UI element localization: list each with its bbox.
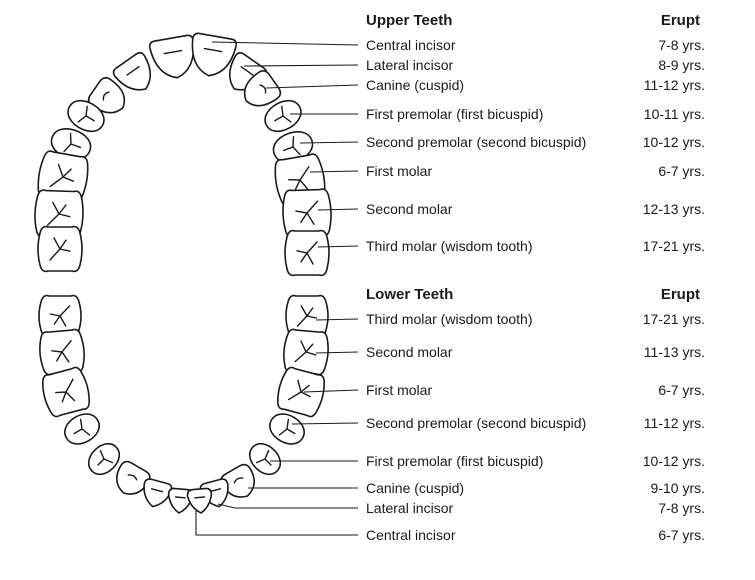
lower-second-premolar-leader: [292, 423, 358, 424]
lower-age-second-premolar: 11-12 yrs.: [644, 415, 705, 432]
lower-label-first-molar: First molar: [366, 382, 432, 399]
upper-erupt-heading: Erupt: [661, 12, 700, 29]
lower-label-canine: Canine (cuspid): [366, 480, 464, 497]
upper-label-canine: Canine (cuspid): [366, 77, 464, 94]
upper-label-lateral-incisor: Lateral incisor: [366, 57, 453, 74]
upper-age-lateral-incisor: 8-9 yrs.: [658, 57, 705, 74]
upper-label-second-molar: Second molar: [366, 201, 452, 218]
upper-label-central-incisor: Central incisor: [366, 37, 455, 54]
upper-age-central-incisor: 7-8 yrs.: [658, 37, 705, 54]
lower-label-second-premolar: Second premolar (second bicuspid): [366, 415, 586, 432]
lower-erupt-heading: Erupt: [661, 286, 700, 303]
teeth-group: [34, 32, 332, 514]
upper-age-first-molar: 6-7 yrs.: [658, 163, 705, 180]
lower-age-second-molar: 11-13 yrs.: [644, 344, 705, 361]
lower-left-second-premolar-tooth: [60, 408, 105, 449]
lower-label-third-molar: Third molar (wisdom tooth): [366, 311, 533, 328]
upper-label-first-premolar: First premolar (first bicuspid): [366, 106, 543, 123]
upper-age-canine: 11-12 yrs.: [644, 77, 705, 94]
upper-label-second-premolar: Second premolar (second bicuspid): [366, 134, 586, 151]
lower-label-second-molar: Second molar: [366, 344, 452, 361]
upper-label-first-molar: First molar: [366, 163, 432, 180]
upper-age-second-premolar: 10-12 yrs.: [643, 134, 705, 151]
upper-left-third-molar-tooth: [38, 227, 82, 272]
upper-canine-leader: [266, 85, 358, 88]
upper-lateral-incisor-leader: [244, 65, 358, 66]
lower-age-central-incisor: 6-7 yrs.: [658, 527, 705, 544]
upper-age-second-molar: 12-13 yrs.: [643, 201, 705, 218]
lower-age-third-molar: 17-21 yrs.: [643, 311, 705, 328]
lower-teeth-heading: Lower Teeth: [366, 286, 453, 303]
upper-teeth-heading: Upper Teeth: [366, 12, 452, 29]
upper-right-third-molar-tooth: [285, 231, 329, 276]
upper-label-third-molar: Third molar (wisdom tooth): [366, 238, 533, 255]
lower-age-first-molar: 6-7 yrs.: [658, 382, 705, 399]
lower-label-central-incisor: Central incisor: [366, 527, 455, 544]
lower-right-central-incisor-tooth: [187, 488, 213, 514]
lower-central-incisor-leader: [196, 510, 358, 535]
upper-left-central-incisor-tooth: [149, 34, 199, 81]
upper-age-first-premolar: 10-11 yrs.: [644, 106, 705, 123]
lower-label-lateral-incisor: Lateral incisor: [366, 500, 453, 517]
upper-right-second-molar-tooth: [282, 189, 332, 237]
lower-age-lateral-incisor: 7-8 yrs.: [658, 500, 705, 517]
lower-age-first-premolar: 10-12 yrs.: [643, 453, 705, 470]
upper-age-third-molar: 17-21 yrs.: [643, 238, 705, 255]
lower-lateral-incisor-leader: [218, 504, 358, 508]
lower-age-canine: 9-10 yrs.: [651, 480, 705, 497]
lower-label-first-premolar: First premolar (first bicuspid): [366, 453, 543, 470]
